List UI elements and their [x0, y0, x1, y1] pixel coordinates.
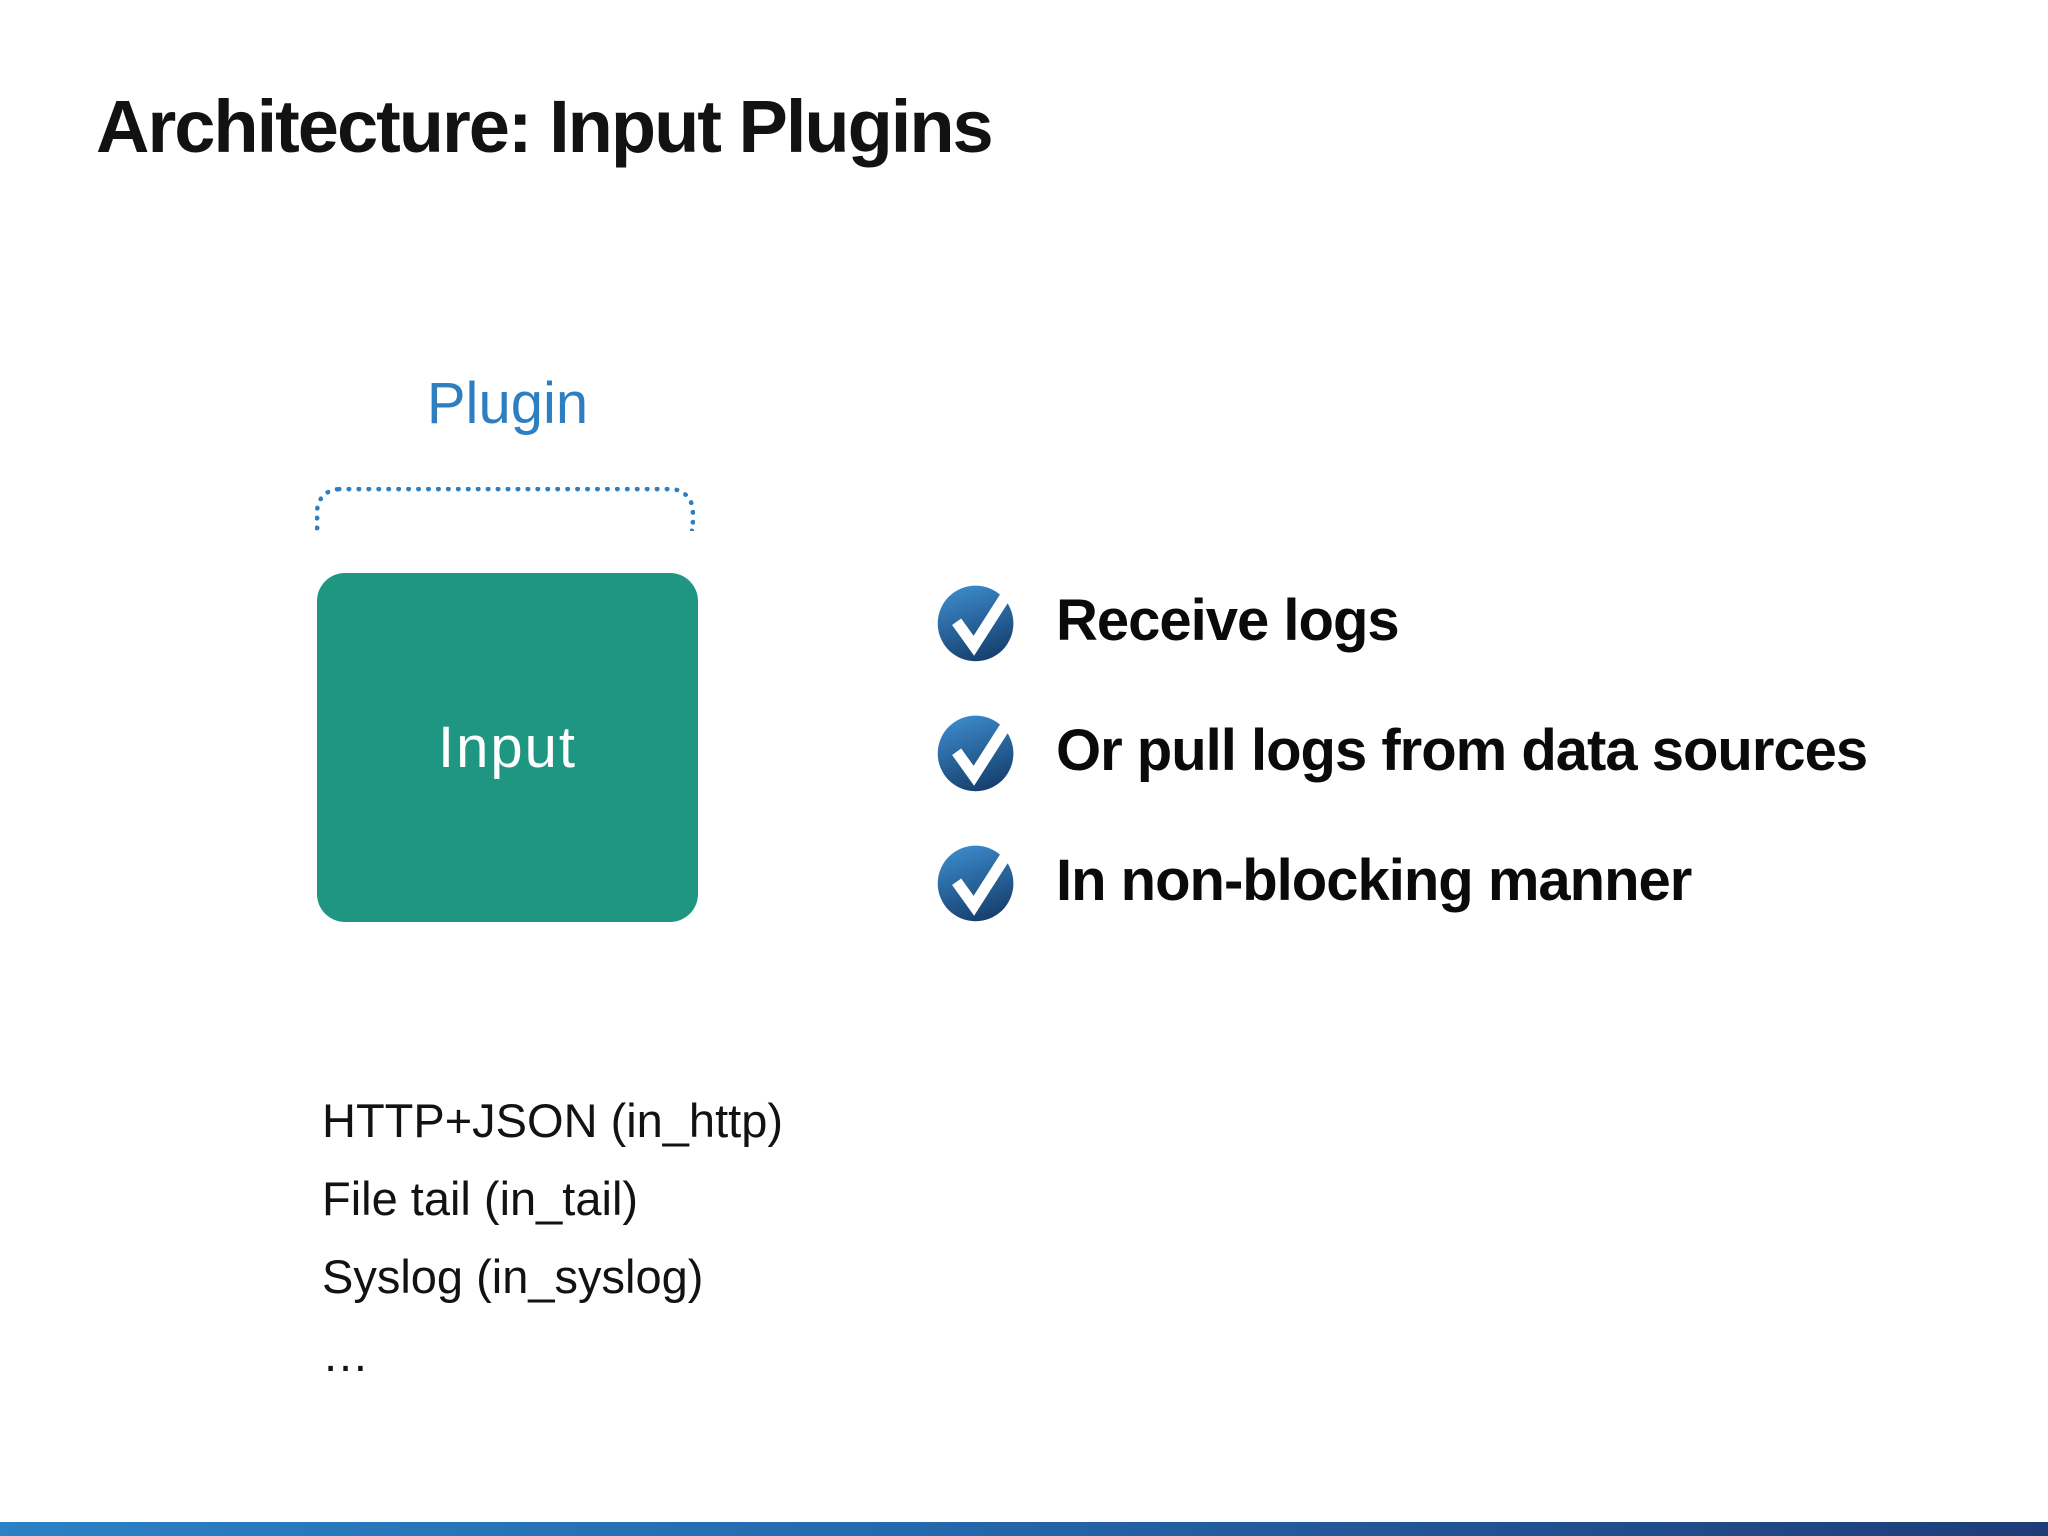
plugin-examples-list: HTTP+JSON (in_http) File tail (in_tail) … — [322, 1082, 783, 1394]
check-circle-icon — [936, 577, 1022, 663]
bullet-item: Receive logs — [936, 578, 1867, 662]
bullet-text: Receive logs — [1056, 587, 1400, 653]
plugin-example-item: File tail (in_tail) — [322, 1172, 639, 1225]
plugin-example-item: HTTP+JSON (in_http) — [322, 1094, 783, 1147]
bullet-text: Or pull logs from data sources — [1056, 717, 1868, 783]
input-box: Input — [317, 573, 698, 922]
bullet-list: Receive logs Or pull logs from data sour… — [936, 578, 1868, 922]
plugin-label: Plugin — [426, 371, 589, 436]
plugin-bracket — [315, 487, 695, 531]
bullet-item: Or pull logs from data sources — [936, 707, 1868, 793]
check-circle-icon — [936, 707, 1022, 793]
check-circle-icon — [936, 837, 1022, 923]
bullet-item: In non-blocking manner — [936, 838, 1867, 922]
bullet-text: In non-blocking manner — [1056, 847, 1692, 913]
plugin-example-item: Syslog (in_syslog) — [322, 1250, 704, 1303]
input-box-label: Input — [438, 715, 577, 780]
page-title: Architecture: Input Plugins — [96, 85, 994, 168]
plugin-example-item: … — [322, 1328, 369, 1381]
footer-accent-bar — [0, 1522, 2048, 1536]
